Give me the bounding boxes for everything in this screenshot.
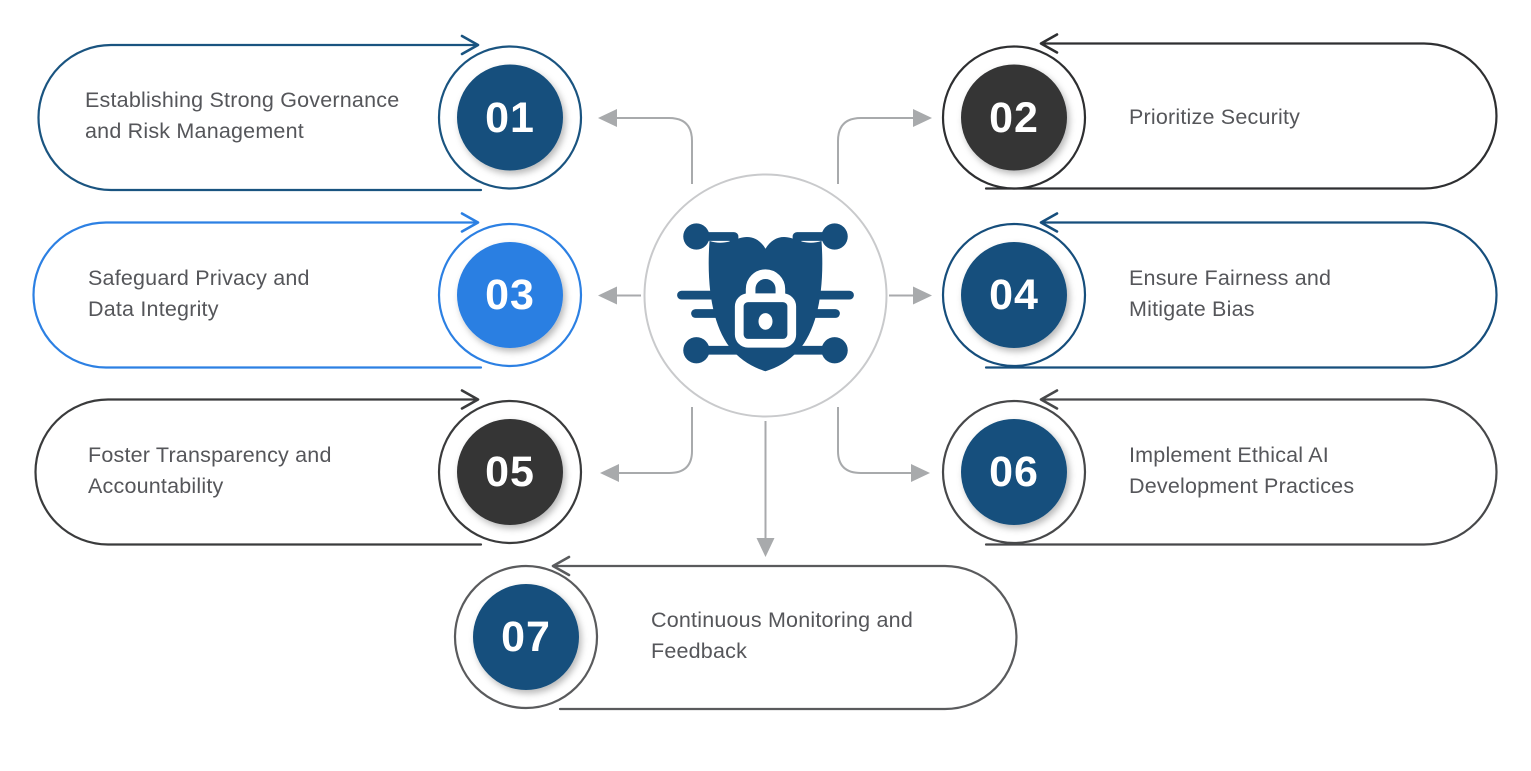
step-number-06: 06: [989, 448, 1039, 496]
step-number-01: 01: [485, 93, 535, 142]
padlock-shackle: [745, 269, 786, 305]
step-label-06-line2: Development Practices: [1129, 474, 1355, 498]
step-label-07-line2: Feedback: [651, 639, 748, 663]
step-label-05-line1: Foster Transparency and: [88, 443, 332, 467]
step-label-04: Ensure Fairness and Mitigate Bias: [1129, 263, 1331, 325]
capsule-05: [34, 398, 483, 546]
connector-bottom-left: [618, 407, 693, 474]
arrowhead-left-03: [598, 286, 617, 305]
capsule-06: [984, 398, 1498, 546]
step-label-03-line2: Data Integrity: [88, 297, 219, 321]
step-number-05: 05: [485, 448, 535, 496]
shield-lock-circuit-icon: [677, 223, 854, 372]
step-label-06-line1: Implement Ethical AI: [1129, 443, 1329, 467]
step-label-03: Safeguard Privacy and Data Integrity: [88, 263, 310, 325]
step-number-04: 04: [989, 271, 1039, 319]
step-label-01-line1: Establishing Strong Governance: [85, 88, 400, 112]
capsule-arrowhead-07: [551, 555, 571, 577]
step-label-02: Prioritize Security: [1129, 102, 1300, 133]
step-label-06: Implement Ethical AI Development Practic…: [1129, 440, 1354, 502]
connector-top-right: [837, 117, 914, 184]
badge-disc-07: [473, 584, 579, 690]
step-label-05-line2: Accountability: [88, 474, 224, 498]
capsule-04: [984, 221, 1498, 369]
arrowhead-down-07: [756, 538, 775, 557]
step-label-07: Continuous Monitoring and Feedback: [651, 605, 913, 667]
badge-disc-06: [961, 419, 1067, 525]
connector-arrowheads: [598, 109, 932, 557]
step-label-04-line1: Ensure Fairness and: [1129, 266, 1332, 290]
badge-disc-05: [457, 419, 563, 525]
capsule-arrowhead-06: [1039, 389, 1059, 410]
capsule-07: [552, 564, 1018, 711]
arrowhead-right-02: [913, 109, 932, 127]
connector-arrows: [616, 117, 914, 538]
capsule-arrowhead-05: [460, 389, 480, 410]
step-label-03-line1: Safeguard Privacy and: [88, 266, 310, 290]
badge-disc-03: [457, 242, 563, 348]
step-label-05: Foster Transparency and Accountability: [88, 440, 332, 502]
badge-disc-04: [961, 242, 1067, 348]
arrowhead-right-04: [913, 286, 932, 305]
connector-top-left: [616, 117, 693, 184]
step-label-02-line1: Prioritize Security: [1129, 105, 1301, 129]
step-label-01: Establishing Strong Governance and Risk …: [85, 85, 399, 147]
capsule-arrowhead-04: [1039, 212, 1059, 233]
step-number-02: 02: [989, 93, 1039, 142]
step-number-07: 07: [501, 613, 551, 661]
step-number-03: 03: [485, 271, 535, 319]
capsule-arrowhead-03: [460, 212, 480, 233]
step-label-07-line1: Continuous Monitoring and: [651, 608, 913, 632]
capsule-03: [32, 221, 483, 369]
arrowhead-right-06: [911, 464, 930, 482]
capsule-02: [984, 42, 1498, 190]
badge-disc-01: [457, 64, 563, 171]
capsule-01: [37, 43, 483, 192]
connector-bottom-right: [837, 407, 912, 474]
capsule-arrowhead-01: [460, 34, 480, 56]
step-label-01-line2: and Risk Management: [85, 119, 304, 143]
badge-disc-02: [961, 64, 1067, 171]
step-label-04-line2: Mitigate Bias: [1129, 297, 1255, 321]
padlock-keyhole: [758, 313, 773, 330]
capsule-arrowhead-02: [1039, 33, 1059, 54]
arrowhead-left-01: [598, 109, 617, 127]
arrowhead-left-05: [600, 464, 619, 482]
